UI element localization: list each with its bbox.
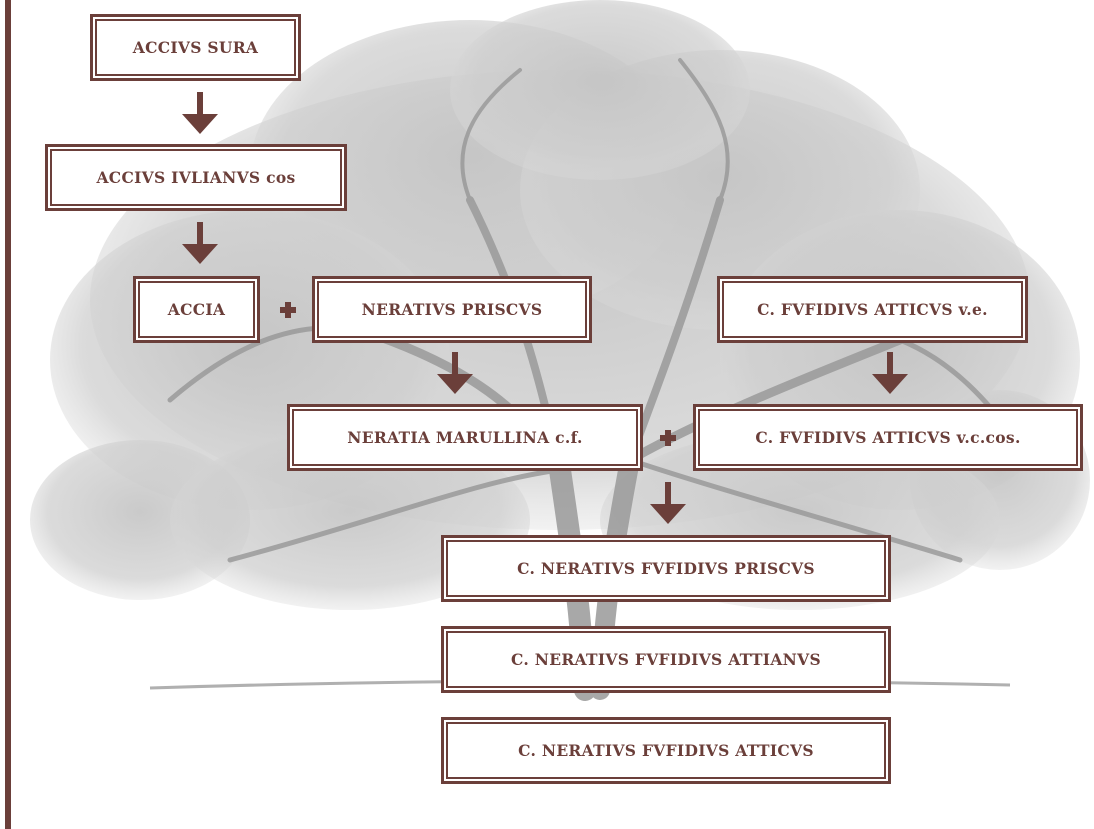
down-arrow-icon [437, 352, 473, 394]
node-neratius-fufidius-attianus: C. NERATIVS FVFIDIVS ATTIANVS [441, 626, 891, 693]
node-label: C. FVFIDIVS ATTICVS v.c.cos. [700, 411, 1076, 464]
node-label: NERATIA MARULLINA c.f. [294, 411, 636, 464]
plus-icon [277, 299, 299, 321]
down-arrow-icon [872, 352, 908, 394]
node-neratius-fufidius-atticus: C. NERATIVS FVFIDIVS ATTICVS [441, 717, 891, 784]
node-accia: ACCIA [133, 276, 260, 343]
node-label: ACCIVS SURA [97, 21, 294, 74]
node-fufidius-atticus-vccos: C. FVFIDIVS ATTICVS v.c.cos. [693, 404, 1083, 471]
down-arrow-icon [182, 222, 218, 264]
node-label: C. NERATIVS FVFIDIVS ATTICVS [448, 724, 884, 777]
down-arrow-icon [650, 482, 686, 524]
node-label: C. NERATIVS FVFIDIVS PRISCVS [448, 542, 884, 595]
node-neratia-marullina: NERATIA MARULLINA c.f. [287, 404, 643, 471]
left-border-rule [5, 0, 11, 829]
node-fufidius-atticus-ve: C. FVFIDIVS ATTICVS v.e. [717, 276, 1028, 343]
down-arrow-icon [182, 92, 218, 134]
node-label: ACCIVS IVLIANVS cos [52, 151, 340, 204]
node-label: C. FVFIDIVS ATTICVS v.e. [724, 283, 1021, 336]
node-label: NERATIVS PRISCVS [319, 283, 585, 336]
plus-icon [657, 427, 679, 449]
node-label: C. NERATIVS FVFIDIVS ATTIANVS [448, 633, 884, 686]
node-accius-sura: ACCIVS SURA [90, 14, 301, 81]
node-neratius-priscus: NERATIVS PRISCVS [312, 276, 592, 343]
node-neratius-fufidius-priscus: C. NERATIVS FVFIDIVS PRISCVS [441, 535, 891, 602]
node-label: ACCIA [140, 283, 253, 336]
node-accius-iulianus: ACCIVS IVLIANVS cos [45, 144, 347, 211]
